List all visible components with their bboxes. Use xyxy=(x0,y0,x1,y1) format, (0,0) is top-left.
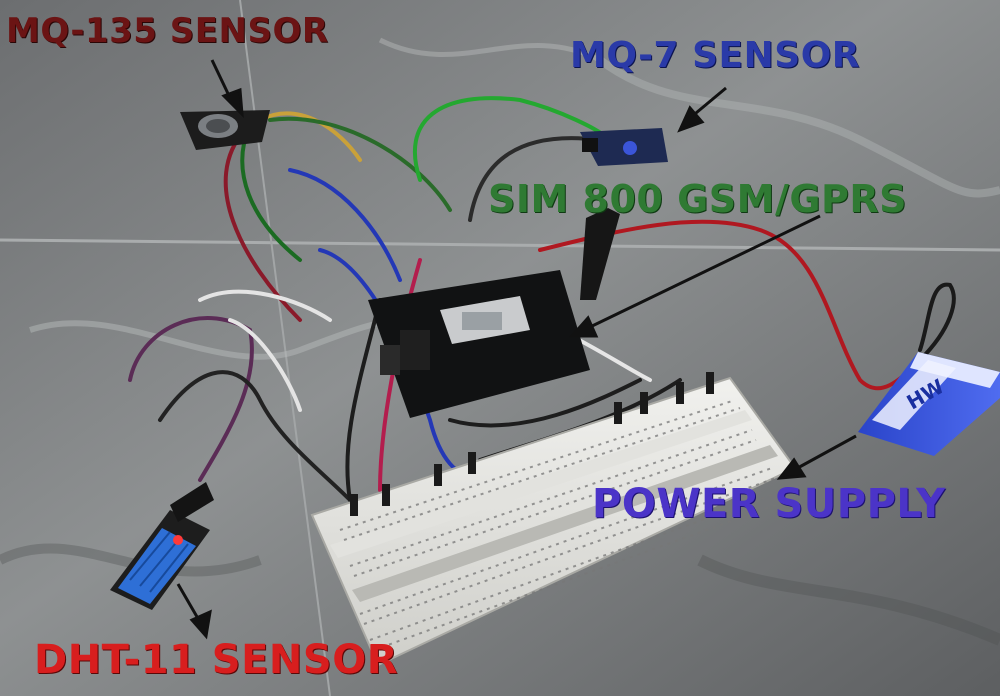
arrow-mq7 xyxy=(677,86,727,133)
dht11-sensor xyxy=(110,482,214,610)
arrow-power-supply xyxy=(776,434,857,480)
battery-9v: HW xyxy=(858,352,1000,456)
arrow-sim800 xyxy=(568,214,821,338)
arrow-mq135 xyxy=(210,59,244,118)
mq7-sensor-label: MQ-7 SENSOR xyxy=(570,35,861,76)
power-supply-label: POWER SUPPLY xyxy=(592,481,946,527)
arrow-dht11 xyxy=(176,583,212,640)
annotation-arrows xyxy=(176,59,857,640)
mq135-sensor xyxy=(180,110,270,150)
breadboard xyxy=(310,372,797,667)
dht11-sensor-label: DHT-11 SENSOR xyxy=(34,637,398,683)
sim800-gsm-gprs-label: SIM 800 GSM/GPRS xyxy=(488,177,908,221)
mq7-sensor xyxy=(580,128,668,166)
sim800-module xyxy=(368,208,620,418)
mq135-sensor-label: MQ-135 SENSOR xyxy=(6,11,329,51)
